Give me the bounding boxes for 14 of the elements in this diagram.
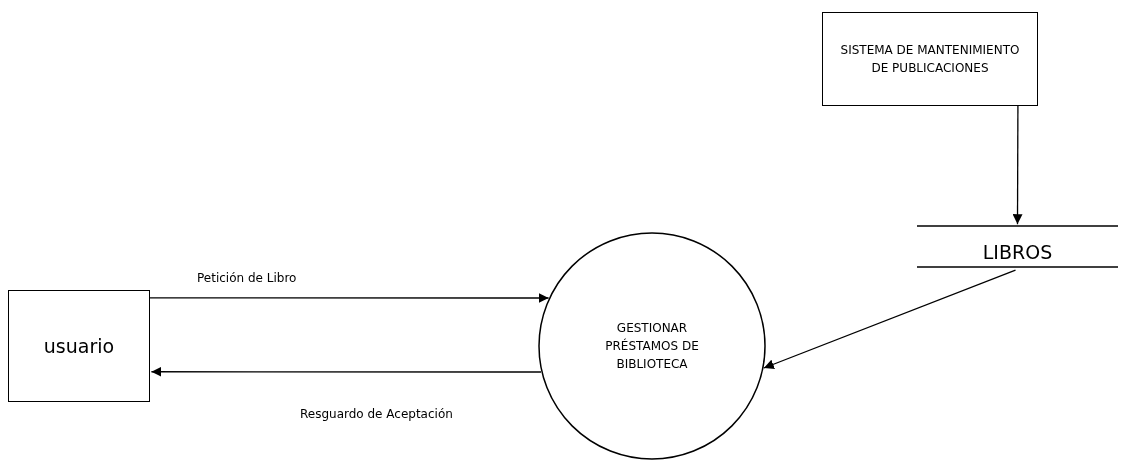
entity-box — [822, 12, 1038, 106]
node-label: SISTEMA DE MANTENIMIENTO DE PUBLICACIONES — [839, 42, 1021, 77]
arrow — [149, 293, 550, 303]
edge-label: Petición de Libro — [195, 271, 299, 285]
data-store — [917, 225, 1118, 268]
node-label: LIBROS — [981, 240, 1054, 266]
arrow — [763, 269, 1017, 370]
process-circle — [538, 232, 766, 460]
node-label: usuario — [42, 333, 116, 359]
entity-box — [8, 290, 150, 402]
edge-label: Resguardo de Aceptación — [298, 407, 455, 421]
arrow — [1012, 105, 1023, 225]
node-label: GESTIONAR PRÉSTAMOS DE BIBLIOTECA — [604, 320, 700, 373]
arrow — [150, 366, 542, 377]
